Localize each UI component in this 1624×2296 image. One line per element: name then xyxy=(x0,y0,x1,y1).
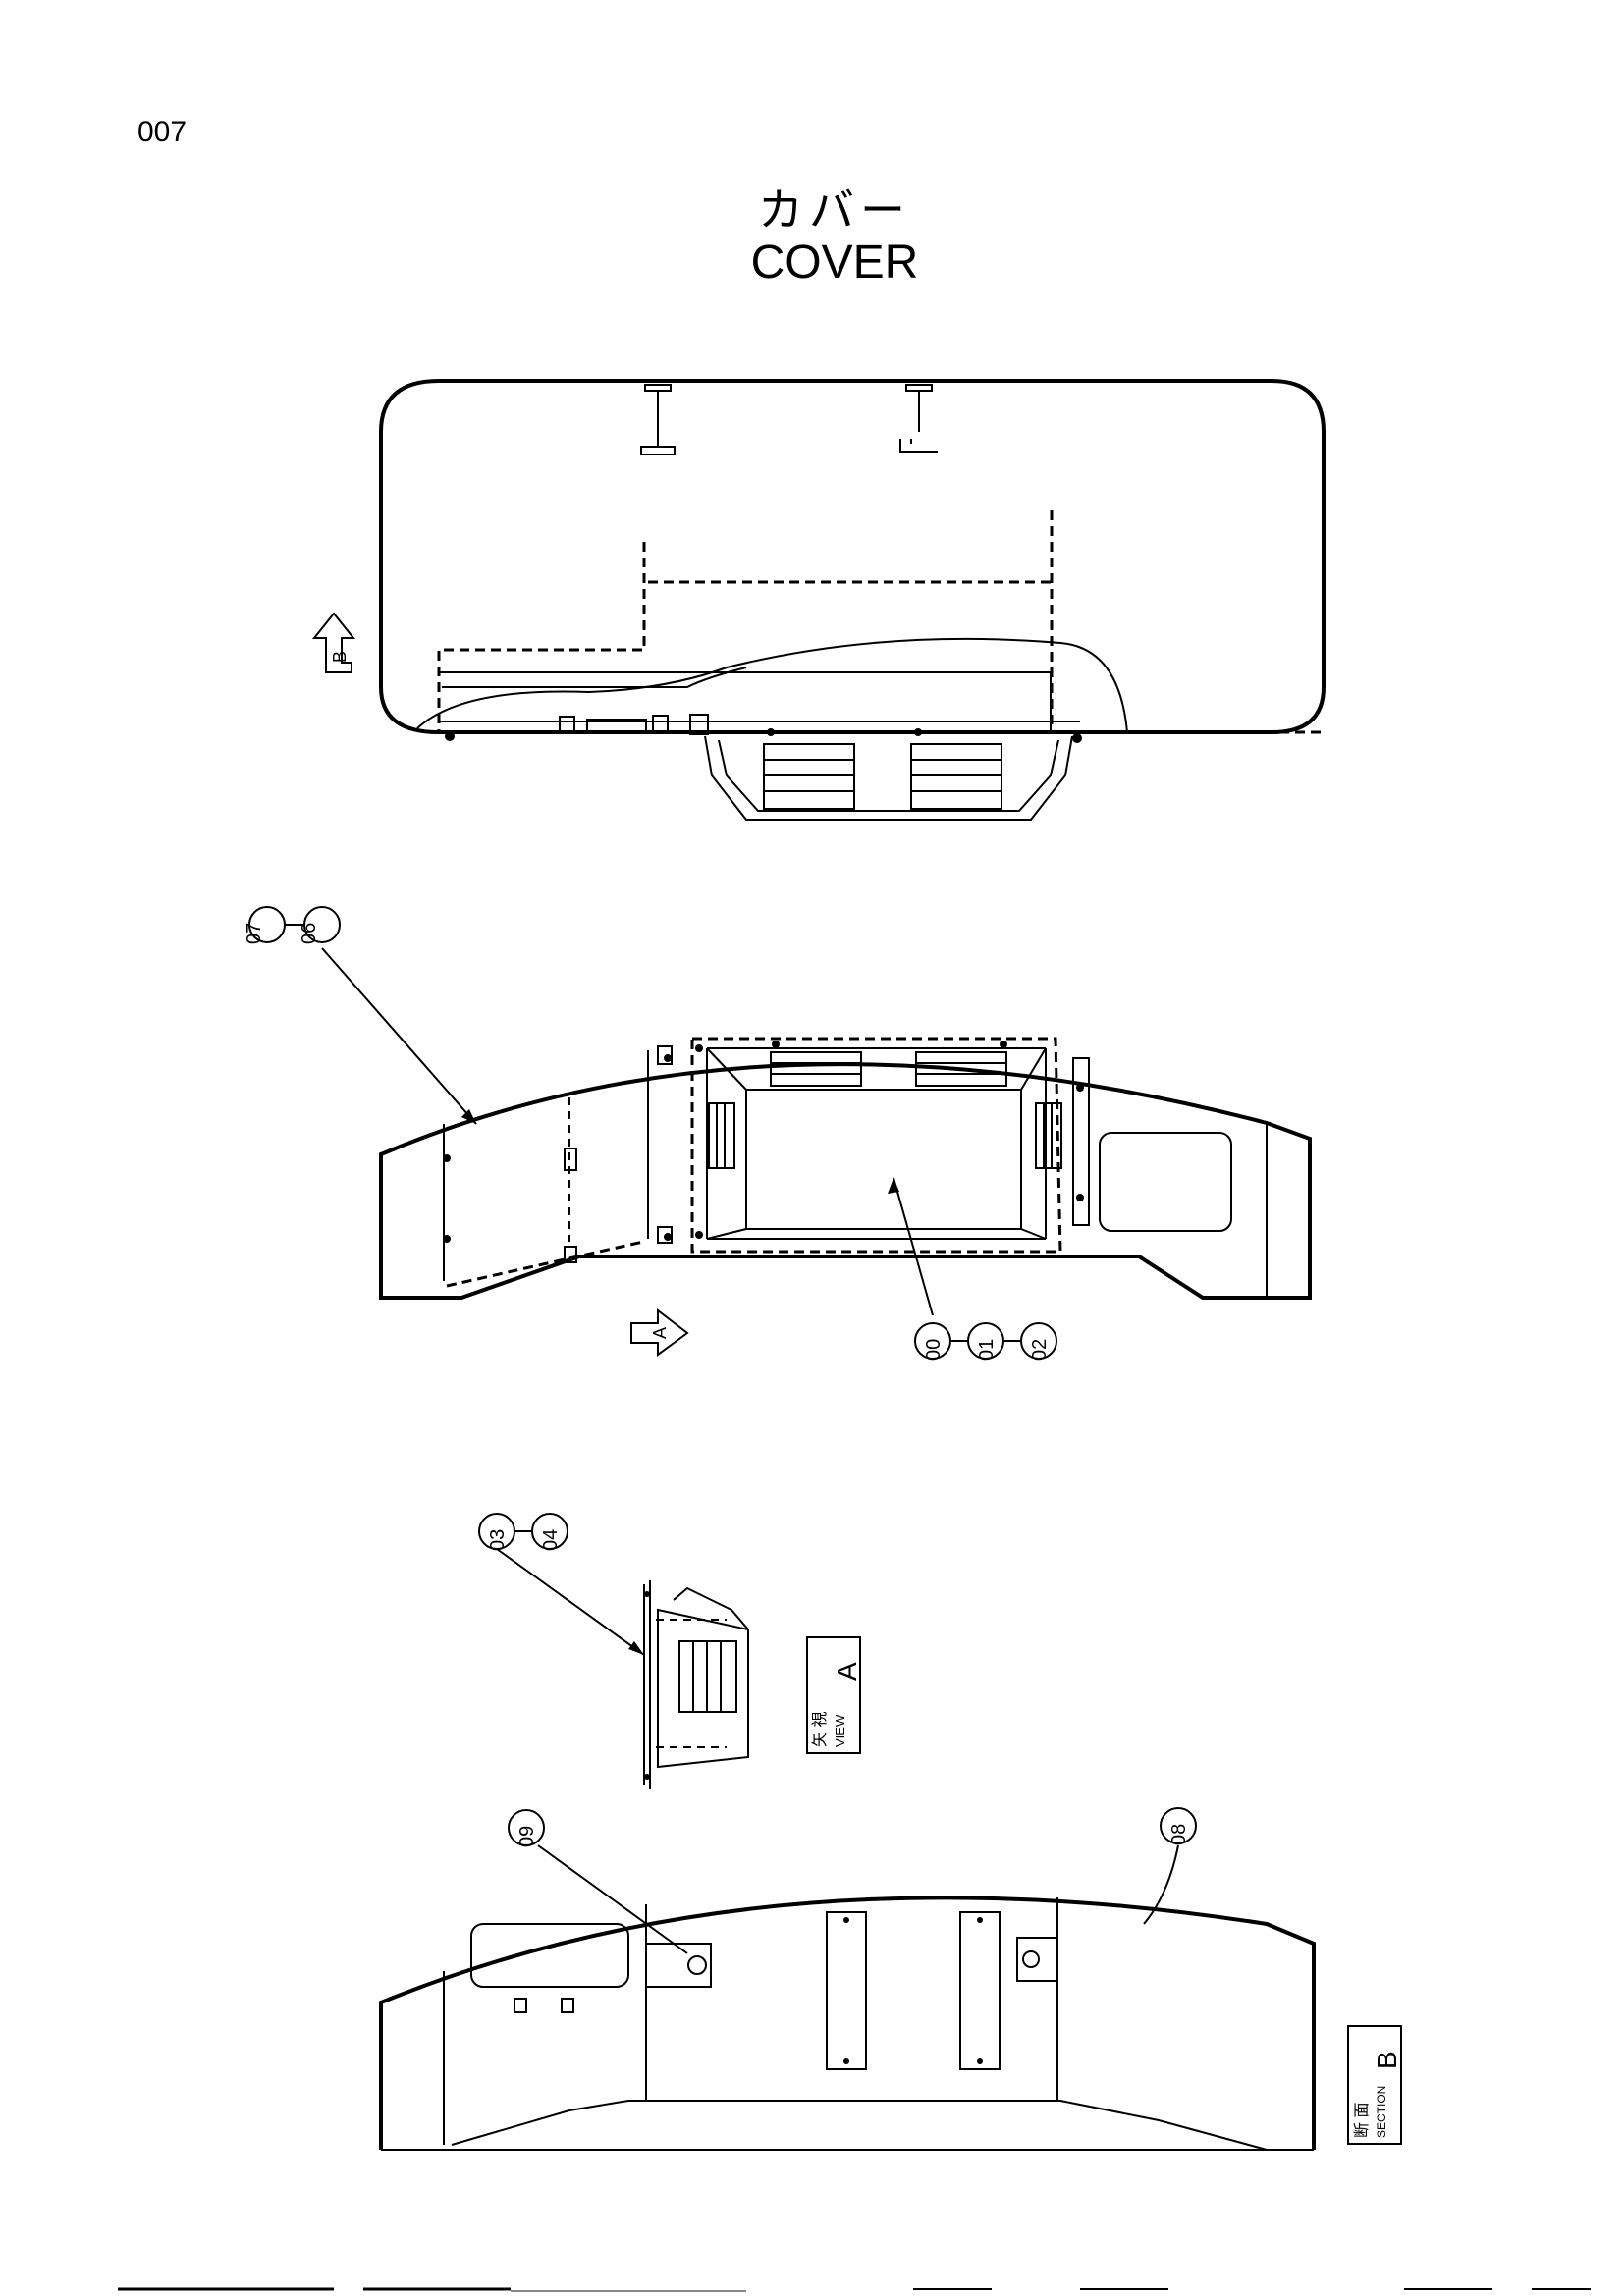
arrow-a-label: A xyxy=(650,1327,670,1339)
section-b-en: SECTION xyxy=(1375,2086,1388,2138)
callout-06: 06 xyxy=(298,906,341,944)
section-b-label: 断 面 SECTION B xyxy=(1347,2025,1402,2145)
view-a-en: VIEW xyxy=(833,1714,847,1747)
page-number: 007 xyxy=(137,116,188,148)
svg-text:00: 00 xyxy=(923,1339,945,1361)
front-view: A xyxy=(379,1037,1312,1357)
section-b-view xyxy=(379,1896,1316,2151)
bottom-border-marks xyxy=(118,2287,1591,2292)
callout-09: 09 xyxy=(508,1809,545,1847)
arrow-b-label: B xyxy=(330,651,350,663)
callout-04: 04 xyxy=(531,1513,568,1551)
title-english: COVER xyxy=(750,237,919,289)
title-japanese: カバー xyxy=(758,185,911,236)
callout-02: 02 xyxy=(1020,1322,1057,1361)
svg-text:09: 09 xyxy=(516,1826,538,1847)
svg-text:06: 06 xyxy=(298,923,320,944)
section-b-letter: B xyxy=(1372,2051,1402,2069)
svg-text:04: 04 xyxy=(540,1529,562,1551)
leader-lines xyxy=(321,947,1179,1954)
svg-text:03: 03 xyxy=(487,1529,509,1551)
svg-text:07: 07 xyxy=(244,923,265,944)
top-view: B xyxy=(311,379,1326,821)
svg-text:08: 08 xyxy=(1168,1824,1190,1845)
view-a-letter: A xyxy=(832,1662,862,1681)
callout-00: 00 xyxy=(914,1322,951,1361)
callout-03: 03 xyxy=(478,1513,515,1551)
section-b-jp: 断 面 xyxy=(1353,2103,1371,2138)
view-a-label: 矢 視 VIEW A xyxy=(806,1636,862,1754)
callout-07: 07 xyxy=(244,906,286,944)
view-a-jp: 矢 視 xyxy=(811,1712,829,1747)
svg-text:02: 02 xyxy=(1029,1339,1051,1361)
view-a-detail xyxy=(643,1580,749,1789)
callout-08: 08 xyxy=(1160,1807,1197,1845)
svg-text:01: 01 xyxy=(976,1339,998,1361)
callout-01: 01 xyxy=(967,1322,1004,1361)
